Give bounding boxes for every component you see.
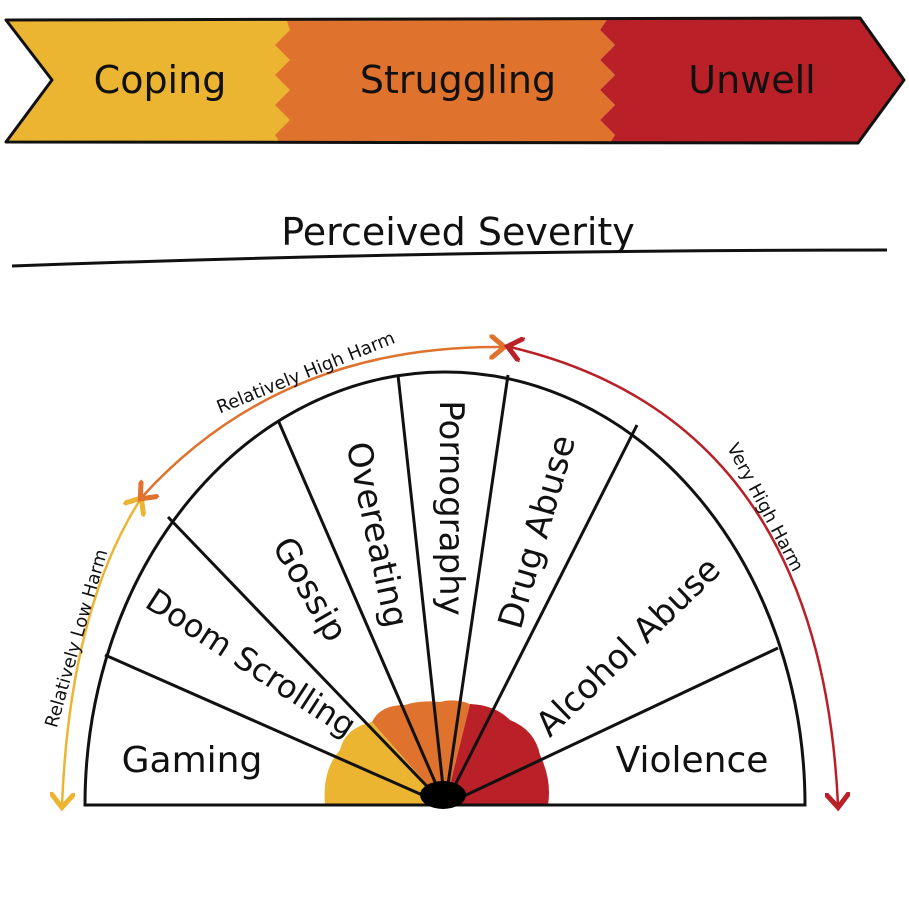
- low-harm-label: Relatively Low Harm: [41, 547, 112, 730]
- title-underline: [11, 248, 888, 268]
- segment-gaming: Gaming: [122, 740, 263, 781]
- low-harm-arrow: [62, 500, 140, 805]
- segment-pornography: Pornography: [431, 400, 471, 615]
- gauge-hub: [420, 781, 466, 809]
- segment-violence: Violence: [616, 740, 769, 781]
- stage-coping: Coping: [94, 58, 227, 102]
- stage-unwell: Unwell: [688, 58, 815, 102]
- unwell-band: [600, 18, 904, 143]
- wellness-continuum-banner: Coping Struggling Unwell: [4, 16, 906, 145]
- segment-overeating: Overeating: [338, 438, 416, 631]
- very-high-harm-arrow: [510, 347, 838, 805]
- stage-struggling: Struggling: [360, 58, 556, 102]
- very-high-harm-label: Very High Harm: [722, 440, 807, 575]
- high-harm-arrow: [142, 347, 502, 497]
- coping-band: [6, 18, 300, 143]
- diagram-title: Perceived Severity: [281, 210, 635, 254]
- segment-drug-abuse: Drug Abuse: [491, 431, 584, 633]
- struggling-band: [275, 18, 615, 143]
